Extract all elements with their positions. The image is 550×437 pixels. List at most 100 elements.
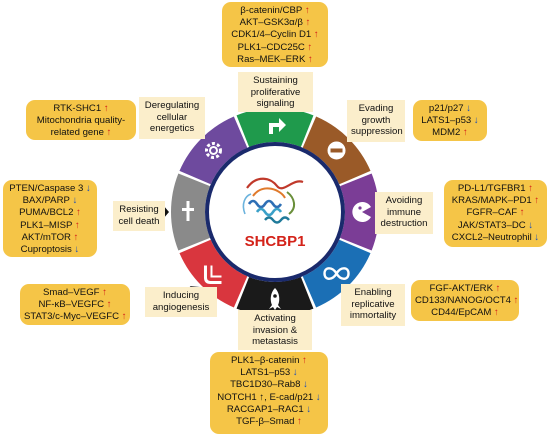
protein-structure-icon (242, 177, 304, 224)
segment-resisting (171, 173, 210, 251)
up-arrow-icon: ↑ (510, 295, 519, 307)
box-line: RACGAP1–RAC1 ↓ (214, 404, 324, 416)
down-arrow-icon: ↓ (83, 183, 91, 194)
box-line-text: LATS1–p53 (240, 367, 291, 379)
up-arrow-icon: ↑ (305, 53, 313, 65)
down-arrow-icon: ↓ (290, 367, 298, 379)
up-arrow-icon: ↑ (99, 287, 107, 298)
box-line-text: TGF-β–Smad (236, 416, 295, 428)
box-line: PD-L1/TGFBR1 ↑ (448, 183, 543, 195)
box-line-text: Cuproptosis (20, 244, 72, 256)
down-arrow-icon: ↓ (300, 379, 308, 391)
box-line-text: CDK1/4–Cyclin D1 (231, 29, 312, 41)
box-line-text: PLK1–MISP (20, 219, 73, 231)
hallmark-label-line: cellular (156, 111, 188, 123)
down-arrow-icon: ↓ (471, 115, 479, 127)
box-line-text: CD133/NANOG/OCT4 (415, 295, 511, 307)
segment-sustaining (236, 108, 314, 147)
up-arrow-icon: ↑ (311, 29, 319, 41)
box-line-text: MDM2 (432, 127, 461, 139)
up-arrow-icon: ↑ (525, 183, 534, 194)
box-line: RTK-SHC1 ↑ (30, 103, 132, 115)
box-line-text: Ras–MEK–ERK (237, 53, 306, 65)
up-arrow-icon: ↑ (103, 127, 112, 139)
box-line: KRAS/MAPK–PD1 ↑ (448, 195, 543, 207)
down-arrow-icon: ↓ (531, 231, 540, 243)
box-line: Mitochondria quality- (30, 115, 132, 127)
hallmark-label-line: immune (386, 206, 422, 218)
up-arrow-icon: ↑ (72, 219, 80, 231)
down-arrow-icon: ↓ (69, 195, 78, 207)
box-line: PLK1–CDC25C ↑ (226, 42, 324, 54)
no-entry-icon (327, 141, 346, 160)
up-arrow-icon: ↑ (460, 127, 468, 139)
box-line-text: PLK1–CDC25C (237, 41, 305, 53)
box-line: NF-κB–VEGFC ↑ (24, 299, 126, 311)
pacman-icon (352, 202, 371, 222)
infinity-icon (323, 267, 350, 280)
hallmark-label-line: metastasis (252, 336, 298, 348)
box-line-text: AKT–GSK3α/β (239, 17, 303, 29)
box-line: CXCL2–Neutrophil ↓ (448, 232, 543, 244)
box-line-text: JAK/STAT3–DC (457, 219, 526, 231)
box-line-text: PLK1–β-catenin (231, 355, 300, 366)
box-line-text: TBC1D30–Rab8 (230, 379, 301, 391)
vessel-icon (203, 265, 222, 285)
box-line-text: LATS1–p53 (421, 115, 472, 127)
box-line-text: NF-κB–VEGFC (38, 299, 105, 311)
box-activating: PLK1–β-catenin ↑LATS1–p53 ↓TBC1D30–Rab8 … (210, 352, 328, 434)
box-line: BAX/PARP ↓ (7, 195, 93, 207)
box-line: Cuproptosis ↓ (7, 244, 93, 256)
box-evading: p21/p27 ↓LATS1–p53 ↓MDM2 ↑ (413, 100, 487, 141)
up-arrow-icon: ↑ (70, 231, 79, 243)
hallmark-label-line: destruction (380, 218, 428, 230)
down-arrow-icon: ↓ (525, 219, 534, 231)
hallmark-label-line: growth (361, 114, 391, 126)
box-line-text: STAT3/c-Myc–VEGFC (24, 311, 120, 323)
box-line: AKT–GSK3α/β ↑ (226, 17, 324, 29)
box-sustaining: β-catenin/CBP ↑AKT–GSK3α/β ↑CDK1/4–Cycli… (222, 2, 328, 67)
hallmark-label-line: signaling (256, 98, 295, 110)
box-deregulating: RTK-SHC1 ↑Mitochondria quality-related g… (26, 100, 136, 140)
box-line-text: p21/p27 (428, 103, 464, 114)
box-avoiding: PD-L1/TGFBR1 ↑KRAS/MAPK–PD1 ↑FGFR–CAF ↑J… (444, 180, 547, 247)
box-line: CD44/EpCAM ↑ (415, 307, 515, 319)
box-line-text: Mitochondria quality- (36, 115, 126, 127)
up-arrow-icon: ↑ (299, 355, 307, 366)
hallmark-label-line: angiogenesis (152, 301, 210, 313)
up-arrow-icon: ↑ (304, 41, 313, 53)
inner-ring (205, 142, 345, 282)
box-line: PUMA/BCL2 ↑ (7, 207, 93, 219)
hallmark-label-line: proliferative (250, 86, 301, 98)
down-arrow-icon: ↓ (303, 403, 312, 415)
box-line-text: PUMA/BCL2 (19, 207, 74, 219)
hallmark-label-line: Evading (358, 103, 394, 114)
hallmark-label-line: replicative (351, 298, 395, 310)
box-line-text: NOTCH1 ↑, E-cad/p21 (217, 391, 314, 403)
center-title: SHCBP1 (245, 233, 306, 250)
up-arrow-icon: ↑ (302, 5, 310, 16)
up-arrow-icon: ↑ (492, 283, 501, 294)
box-line: PTEN/Caspase 3 ↓ (7, 183, 93, 195)
hallmark-label-line: Enabling (354, 287, 392, 298)
hallmark-label-line: Resisting (119, 204, 159, 215)
hallmark-label-line: Deregulating (144, 100, 200, 111)
box-line-text: CXCL2–Neutrophil (451, 231, 532, 243)
rocket-icon (269, 288, 281, 310)
box-line: TGF-β–Smad ↑ (214, 416, 324, 428)
hallmark-label-line: immortality (349, 310, 397, 322)
up-arrow-icon: ↑ (491, 307, 499, 319)
down-arrow-icon: ↓ (463, 103, 472, 114)
box-line-text: CD44/EpCAM (431, 307, 492, 319)
up-arrow-icon: ↑ (517, 207, 525, 219)
box-line-text: β-catenin/CBP (240, 5, 303, 16)
box-line: LATS1–p53 ↓ (417, 115, 483, 127)
up-arrow-icon: ↑ (101, 103, 109, 114)
box-enabling: FGF-AKT/ERK ↑CD133/NANOG/OCT4 ↑CD44/EpCA… (411, 280, 519, 321)
box-line-text: FGFR–CAF (466, 207, 518, 219)
box-line: Ras–MEK–ERK ↑ (226, 54, 324, 66)
box-line: related gene ↑ (30, 127, 132, 139)
